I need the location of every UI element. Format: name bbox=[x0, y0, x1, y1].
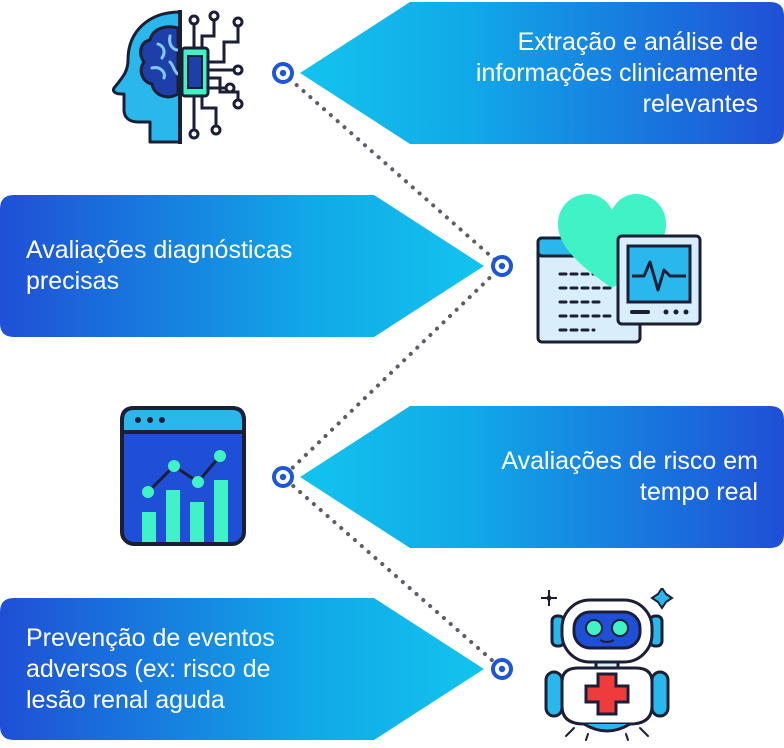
callout-shape bbox=[300, 2, 784, 144]
medical-robot-icon bbox=[540, 586, 680, 748]
node-1 bbox=[272, 62, 294, 84]
callout-text: Avaliações diagnósticas precisas bbox=[26, 236, 293, 295]
callout-diagnostic-assessments: Avaliações diagnósticas precisas bbox=[0, 195, 490, 337]
callout-shape bbox=[0, 598, 484, 740]
callout-text: Prevenção de eventos adversos (ex: risco… bbox=[26, 623, 275, 714]
analytics-dashboard-icon bbox=[118, 404, 248, 554]
callout-text: Avaliações de risco em tempo real bbox=[501, 447, 758, 506]
ai-brain-chip-icon bbox=[108, 6, 258, 151]
node-4 bbox=[491, 658, 513, 680]
callout-shape bbox=[300, 406, 784, 548]
node-2 bbox=[491, 255, 513, 277]
callout-text: Extração e análise de informações clinic… bbox=[475, 27, 758, 118]
heart-monitor-icon bbox=[534, 190, 704, 355]
callout-extraction-analysis: Extração e análise de informações clinic… bbox=[300, 2, 784, 144]
node-3 bbox=[272, 466, 294, 488]
callout-adverse-events: Prevenção de eventos adversos (ex: risco… bbox=[0, 598, 490, 740]
callout-shape bbox=[0, 195, 484, 337]
callout-realtime-risk: Avaliações de risco em tempo real bbox=[300, 406, 784, 548]
